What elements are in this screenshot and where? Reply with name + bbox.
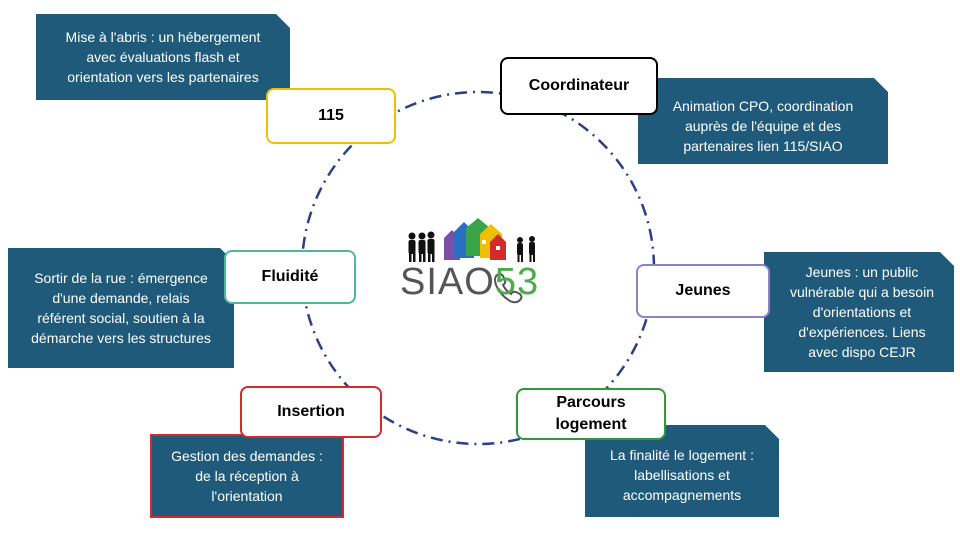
node-title-line: Parcours	[556, 394, 626, 411]
node-title: Fluidité	[261, 268, 319, 285]
node-115[interactable]: 115	[266, 88, 396, 144]
description-jeunes: Jeunes : un public vulnérable qui a beso…	[764, 252, 954, 372]
desc-line: orientation vers les partenaires	[67, 69, 259, 85]
desc-line: démarche vers les structures	[31, 330, 211, 346]
desc-line: accompagnements	[622, 487, 742, 503]
desc-line: Jeunes : un public	[805, 264, 919, 280]
node-parcours-logement[interactable]: Parcours logement	[516, 388, 666, 440]
desc-line: d'une demande, relais	[52, 290, 190, 306]
description-fluidite: Sortir de la rue : émergence d'une deman…	[8, 248, 234, 368]
description-115: Mise à l'abris : un hébergement avec éva…	[36, 14, 290, 100]
desc-line: avec évaluations flash et	[86, 49, 240, 65]
desc-line: avec dispo CEJR	[808, 344, 916, 360]
node-title: 115	[318, 107, 344, 124]
node-insertion[interactable]: Insertion	[240, 386, 382, 438]
node-fluidite[interactable]: Fluidité	[224, 250, 356, 304]
people-silhouettes-left-icon	[408, 231, 435, 262]
node-title-line: logement	[555, 416, 627, 433]
description-coordinateur: Animation CPO, coordination auprès de l'…	[638, 78, 888, 164]
desc-line: d'orientations et	[812, 304, 912, 320]
desc-line: Animation CPO, coordination	[672, 98, 854, 114]
node-jeunes[interactable]: Jeunes	[636, 264, 770, 318]
desc-line: de la réception à	[195, 468, 299, 484]
desc-line: d'expériences. Liens	[798, 324, 926, 340]
description-parcours: La finalité le logement : labellisations…	[585, 425, 779, 517]
node-title: Insertion	[277, 403, 345, 420]
desc-line: Gestion des demandes :	[171, 448, 323, 464]
people-silhouettes-right-icon	[517, 236, 535, 262]
node-title: Jeunes	[675, 282, 731, 299]
desc-line: référent social, soutien à la	[37, 310, 205, 326]
desc-line: partenaires lien 115/SIAO	[683, 138, 843, 154]
desc-line: l'orientation	[211, 488, 283, 504]
desc-line: vulnérable qui a besoin	[790, 284, 934, 300]
node-title: Coordinateur	[528, 77, 630, 94]
desc-line: labellisations et	[634, 467, 730, 483]
desc-line: auprès de l'équipe et des	[684, 118, 841, 134]
node-coordinateur[interactable]: Coordinateur	[500, 57, 658, 115]
houses-icon	[444, 218, 506, 260]
logo-number: 53	[494, 261, 540, 303]
siao-logo-graphic	[408, 218, 535, 304]
description-insertion: Gestion des demandes : de la réception à…	[150, 434, 344, 518]
desc-line: Sortir de la rue : émergence	[34, 270, 208, 286]
desc-line: Mise à l'abris : un hébergement	[65, 29, 261, 45]
phone-icon	[494, 273, 523, 304]
desc-line: La finalité le logement :	[610, 447, 754, 463]
siao-logo-text: SIAO53	[400, 262, 539, 302]
logo-word: SIAO	[400, 261, 495, 303]
